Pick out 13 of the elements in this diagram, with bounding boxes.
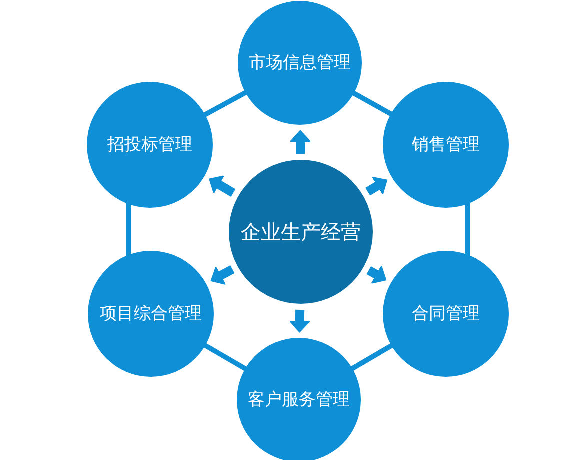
- connector-line: [350, 343, 394, 372]
- circle-label: 合同管理: [412, 304, 480, 324]
- circle-label: 客户服务管理: [248, 390, 350, 410]
- connector-line: [203, 342, 248, 372]
- circle-label: 企业生产经营: [241, 220, 361, 244]
- circle-label: 销售管理: [412, 134, 480, 156]
- circle-label: 项目综合管理: [100, 304, 202, 324]
- connector-line: [126, 203, 131, 256]
- connector-line: [352, 90, 394, 117]
- connector-line: [203, 90, 248, 118]
- connector-line: [466, 203, 470, 256]
- circle-label: 市场信息管理: [249, 52, 351, 74]
- circle-label: 招投标管理: [108, 134, 192, 156]
